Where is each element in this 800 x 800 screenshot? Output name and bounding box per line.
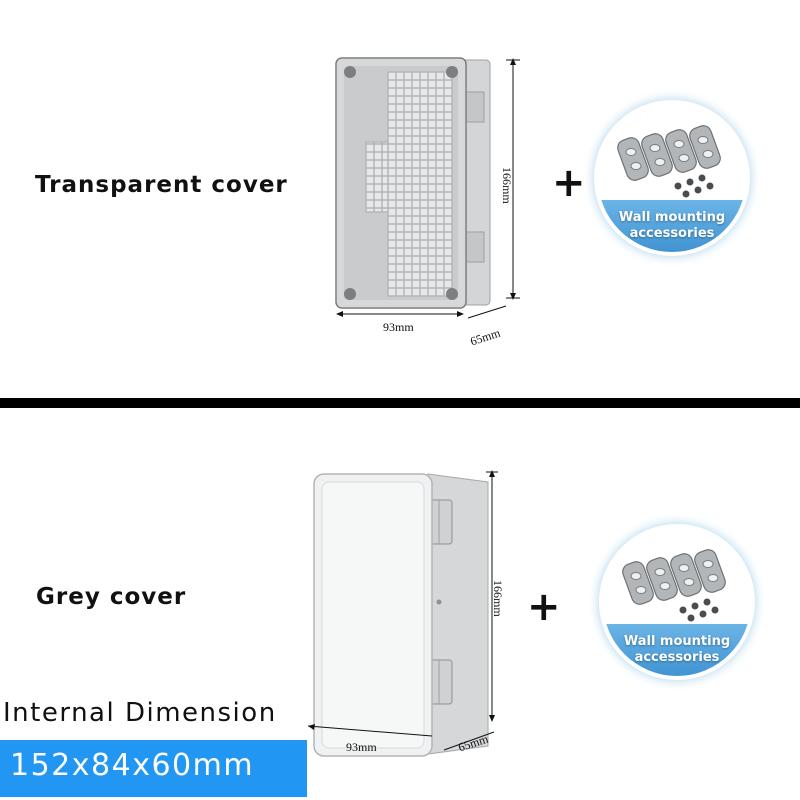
accessory-label-line2: accessories [629, 226, 715, 241]
accessory-label-line1: Wall mounting [623, 634, 731, 649]
accessory-label-line1: Wall mounting [618, 210, 726, 225]
transparent-cover-label: Transparent cover [35, 172, 288, 198]
wall-mounting-accessories-badge: Wall mounting accessories [598, 104, 746, 252]
internal-dimension-value: 152x84x60mm [10, 748, 255, 783]
transparent-height-dimension: 166mm [500, 167, 514, 204]
internal-dimension-title: Internal Dimension [3, 698, 277, 728]
internal-dimension-box: 152x84x60mm [0, 740, 307, 797]
grey-enclosure-box-icon [308, 470, 498, 757]
plus-sign: + [552, 160, 586, 206]
transparent-width-dimension: 93mm [383, 320, 414, 334]
grey-width-dimension: 93mm [346, 740, 377, 754]
wall-mounting-accessories-badge: Wall mounting accessories [603, 528, 751, 676]
accessory-label-line2: accessories [634, 650, 720, 665]
wall-mount-brackets-icon [617, 125, 721, 198]
accessory-label-band [598, 200, 746, 252]
wall-mount-brackets-icon [622, 549, 726, 622]
plus-sign: + [527, 584, 561, 630]
grey-height-dimension: 166mm [491, 580, 505, 617]
section-divider [0, 398, 800, 408]
transparent-cover-section: Transparent cover [0, 0, 800, 398]
accessory-label-band [603, 624, 751, 676]
grey-cover-label: Grey cover [36, 584, 187, 610]
grey-cover-section: Grey cover 166mm 93mm 65mm [0, 412, 800, 800]
grid-pattern [365, 71, 453, 297]
transparent-enclosure-box-icon [335, 57, 520, 319]
